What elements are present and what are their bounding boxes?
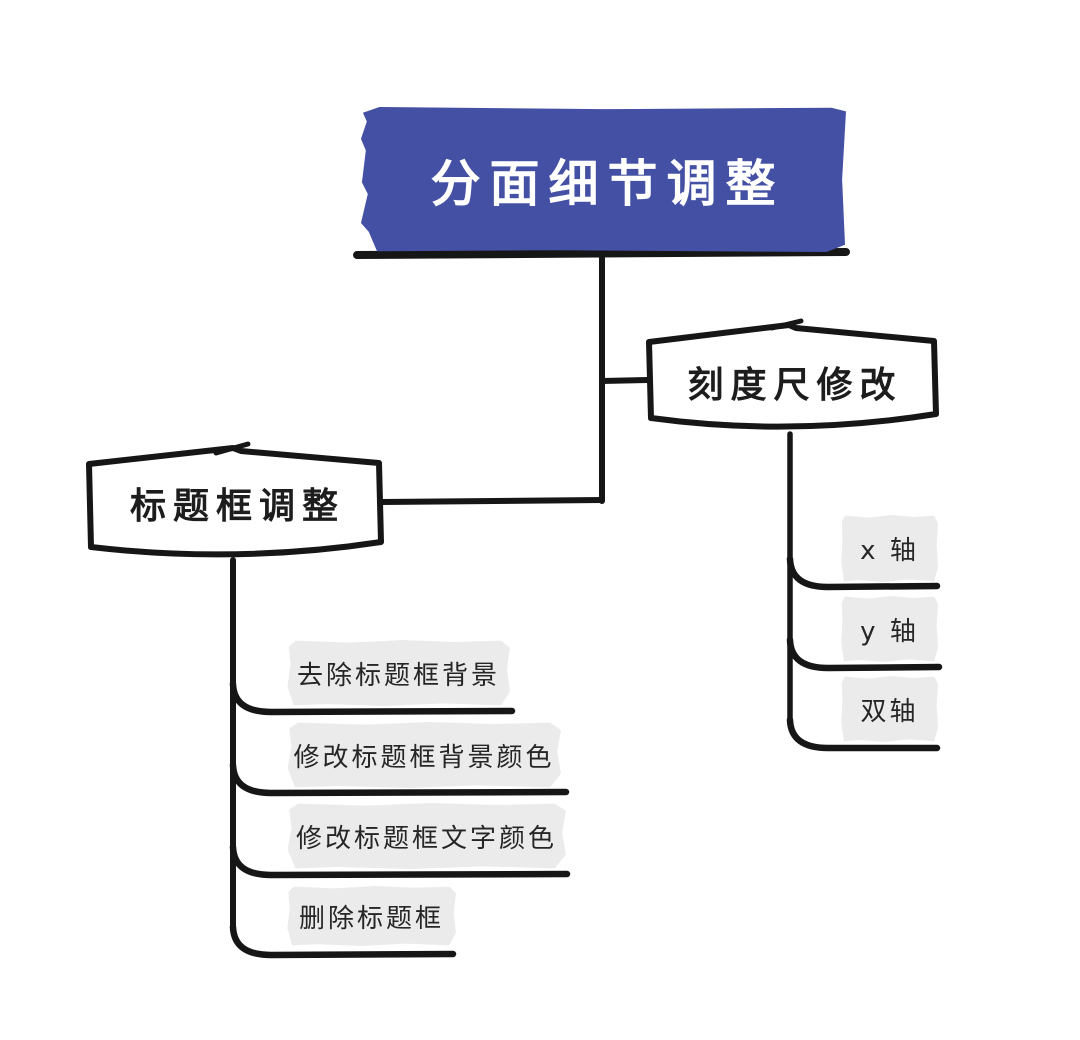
branch-node-titlebox-label: 标题框调整 [129, 486, 345, 527]
leaf-node-remove-titlebox-bg[interactable]: 去除标题框背景 [287, 640, 510, 706]
title-branch-box-tick [213, 441, 251, 456]
leaf-node-delete-titlebox-label: 删除标题框 [298, 903, 444, 934]
elbow-delete [229, 923, 457, 959]
leaf-node-dual-axis-label: 双轴 [860, 696, 919, 727]
leaf-node-x-axis[interactable]: x 轴 [841, 515, 938, 582]
leaf-node-y-axis[interactable]: y 轴 [841, 596, 938, 662]
leaf-node-change-titlebox-bg-color-label: 修改标题框背景颜色 [293, 742, 555, 773]
leaf-node-change-titlebox-text-color[interactable]: 修改标题框文字颜色 [287, 803, 566, 869]
elbow-remove-bg [229, 680, 516, 716]
root-node[interactable]: 分面细节调整 [360, 107, 846, 252]
leaf-node-y-axis-label: y 轴 [860, 616, 919, 647]
elbow-bg-color [229, 761, 570, 797]
scale-branch-box-tick [769, 318, 804, 331]
leaf-node-change-titlebox-bg-color[interactable]: 修改标题框背景颜色 [287, 722, 561, 788]
stub-to-scale-branch [599, 377, 651, 384]
leaf-node-remove-titlebox-bg-label: 去除标题框背景 [296, 660, 500, 691]
elbow-y-axis [786, 636, 943, 672]
leaf-node-delete-titlebox[interactable]: 删除标题框 [287, 886, 456, 946]
elbow-text-color [229, 843, 571, 879]
elbow-x-axis [786, 555, 941, 591]
line-to-title-branch [379, 497, 605, 505]
branch-node-scale[interactable]: 刻度尺修改 [645, 334, 938, 430]
branch-node-titlebox[interactable]: 标题框调整 [85, 452, 383, 554]
scale-branch-box [646, 322, 939, 430]
leaf-node-dual-axis[interactable]: 双轴 [841, 676, 938, 742]
title-branch-box [86, 445, 384, 558]
elbow-dual-axis [786, 716, 941, 752]
leaf-node-x-axis-label: x 轴 [860, 536, 919, 566]
root-node-label: 分面细节调整 [430, 154, 785, 213]
leaf-node-change-titlebox-text-color-label: 修改标题框文字颜色 [295, 823, 557, 854]
branch-node-scale-label: 刻度尺修改 [687, 365, 903, 406]
